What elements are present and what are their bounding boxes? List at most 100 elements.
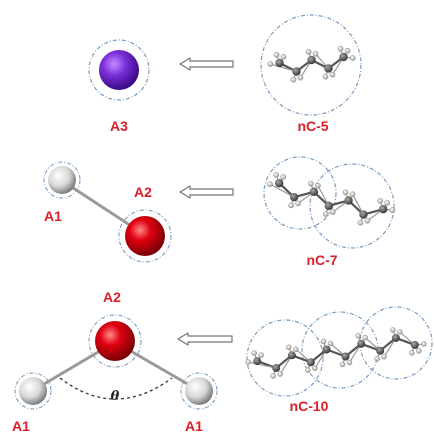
hydrogen-atom — [342, 189, 349, 196]
hydrogen-atom — [364, 217, 371, 224]
carbon-atom — [391, 333, 400, 342]
angle-arc — [59, 377, 173, 400]
hydrogen-atom — [290, 76, 297, 83]
a2-bead — [125, 216, 165, 256]
carbon-atom — [379, 204, 388, 214]
hydrogen-atom — [293, 346, 299, 353]
carbon-atom — [341, 352, 350, 361]
row-2: A1 A2 nC-7 — [43, 156, 396, 268]
hydrogen-atom — [355, 332, 361, 339]
hydrogen-atom — [384, 200, 391, 206]
hydrogen-atom — [297, 74, 304, 81]
hydrogen-atom — [295, 200, 301, 207]
hydrogen-atom — [377, 198, 384, 204]
a2-bead-outline — [118, 209, 172, 263]
hydrogen-atom — [374, 355, 380, 362]
a3-bead — [99, 50, 139, 90]
carbon-atom — [410, 340, 419, 349]
hydrogen-atom — [346, 359, 353, 366]
a1-left-label: A1 — [12, 418, 30, 434]
nc10-label: nC-10 — [290, 398, 329, 414]
hydrogen-atom — [305, 48, 312, 55]
carbon-atom — [339, 52, 348, 62]
carbon-atom — [275, 58, 284, 68]
carbon-atom — [275, 178, 284, 188]
hydrogen-atom — [267, 181, 273, 187]
hydrogen-atom — [329, 209, 336, 215]
a2-bead-outline — [88, 314, 142, 368]
a1-bead-outline — [43, 161, 81, 199]
hydrogen-atom — [389, 207, 396, 213]
carbon-atom — [272, 364, 281, 373]
hydrogen-atom — [409, 350, 415, 356]
hydrogen-atom — [320, 338, 327, 345]
ch-bond — [269, 183, 295, 198]
hydrogen-atom — [308, 180, 314, 187]
hydrogen-atom — [362, 334, 368, 341]
hydrogen-atom — [315, 182, 321, 189]
row-1: A3 nC-5 — [88, 14, 362, 134]
hydrogen-atom — [329, 71, 336, 78]
a2-bead — [95, 321, 135, 361]
hydrogen-atom — [312, 50, 319, 57]
angle-symbol: θ — [111, 389, 120, 404]
row-3: θ A2 A1 A1 nC-10 — [12, 289, 433, 434]
nc10-cg-region-c — [359, 306, 433, 380]
hydrogen-atom — [390, 327, 396, 333]
a1-right-label: A1 — [185, 418, 203, 434]
hydrogen-atom — [267, 61, 274, 67]
hydrogen-atom — [312, 365, 318, 372]
mapping-arrow-3 — [177, 332, 233, 346]
nc5-label: nC-5 — [297, 118, 328, 134]
a1-right-bead-outline — [180, 372, 218, 410]
hydrogen-atom — [381, 353, 387, 360]
hydrogen-atom — [280, 53, 287, 60]
a2-label: A2 — [103, 289, 121, 305]
carbon-atom — [359, 210, 368, 219]
carbon-atom — [376, 346, 385, 355]
carbon-atom — [253, 357, 262, 366]
nc7-label: nC-7 — [306, 252, 337, 268]
hydrogen-atom — [273, 172, 280, 178]
a1-right-bead — [185, 377, 213, 405]
hydrogen-atom — [277, 371, 283, 377]
a3-bead-outline — [88, 39, 150, 101]
hydrogen-atom — [322, 73, 329, 80]
hydrogen-atom — [273, 51, 280, 58]
carbon-atom — [357, 339, 366, 348]
hydrogen-atom — [416, 348, 422, 354]
hydrogen-atom — [280, 174, 287, 180]
carbon-atom — [324, 64, 333, 73]
carbon-atom — [289, 192, 299, 202]
nc7-molecule — [267, 172, 396, 226]
hydrogen-atom — [344, 47, 351, 54]
hydrogen-atom — [349, 55, 356, 61]
nc5-cg-region — [260, 14, 362, 116]
a1-left-bead-outline — [14, 372, 52, 410]
carbon-atom — [307, 55, 316, 65]
hydrogen-atom — [421, 341, 427, 347]
nc5-molecule — [267, 45, 356, 83]
carbon-atom — [309, 187, 319, 197]
a3-label: A3 — [110, 118, 128, 134]
hydrogen-atom — [245, 359, 251, 365]
a1-left-bead — [19, 377, 47, 405]
hydrogen-atom — [337, 45, 344, 52]
carbon-atom — [324, 201, 333, 211]
nc10-cg-region-b — [301, 311, 379, 389]
nc10-molecule — [245, 327, 427, 379]
hydrogen-atom — [357, 219, 364, 226]
hydrogen-atom — [270, 373, 276, 379]
nc7-cg-region-a — [263, 156, 337, 230]
hydrogen-atom — [258, 352, 264, 358]
nc7-cg-region-b — [309, 163, 395, 249]
hydrogen-atom — [305, 367, 311, 374]
ch-bond — [270, 63, 297, 73]
hydrogen-atom — [288, 202, 294, 209]
carbon-atom — [306, 358, 315, 367]
carbon-atom — [322, 345, 331, 354]
carbon-atom — [287, 351, 296, 360]
nc10-cg-region-a — [246, 319, 324, 397]
hydrogen-atom — [327, 340, 334, 347]
carbon-atom — [292, 67, 301, 76]
